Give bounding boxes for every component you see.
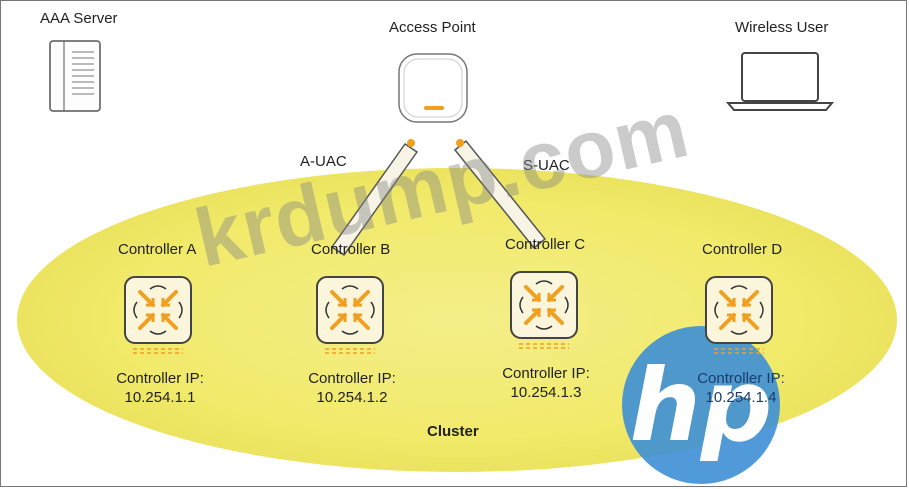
a-uac-label: A-UAC (300, 153, 347, 170)
server-icon (49, 40, 101, 112)
controller-a-name: Controller A (118, 241, 197, 258)
controller-c-icon (510, 271, 578, 349)
controller-d-icon (705, 276, 773, 354)
controller-a-ip: Controller IP: 10.254.1.1 (100, 369, 220, 407)
controller-a-icon (124, 276, 192, 354)
controller-b-name: Controller B (311, 241, 391, 258)
access-point-icon (398, 53, 468, 123)
laptop-icon (725, 52, 835, 111)
controller-b-ip-value: 10.254.1.2 (316, 389, 388, 406)
controller-c-ip-value: 10.254.1.3 (510, 384, 582, 401)
a-uac-tunnel (330, 139, 419, 257)
aaa-server-label: AAA Server (40, 10, 118, 27)
controller-d-ip: Controller IP: 10.254.1.4 (681, 369, 801, 407)
controller-b-icon (316, 276, 384, 354)
controller-b-ip-label: Controller IP: (308, 370, 396, 387)
controller-d-ip-label: Controller IP: (697, 370, 785, 387)
controller-c-name: Controller C (505, 236, 586, 253)
s-uac-tunnel (453, 139, 547, 250)
wireless-user-label: Wireless User (735, 19, 829, 36)
controller-c-ip: Controller IP: 10.254.1.3 (486, 364, 606, 402)
s-uac-label: S-UAC (523, 157, 570, 174)
access-point-label: Access Point (389, 19, 476, 36)
controller-c-ip-label: Controller IP: (502, 365, 590, 382)
controller-d-name: Controller D (702, 241, 783, 258)
controller-d-ip-value: 10.254.1.4 (705, 389, 777, 406)
controller-a-ip-value: 10.254.1.1 (124, 389, 196, 406)
hp-logo: hp (622, 326, 780, 484)
cluster-label: Cluster (427, 423, 479, 440)
controller-a-ip-label: Controller IP: (116, 370, 204, 387)
svg-text:hp: hp (630, 347, 773, 464)
controller-b-ip: Controller IP: 10.254.1.2 (292, 369, 412, 407)
